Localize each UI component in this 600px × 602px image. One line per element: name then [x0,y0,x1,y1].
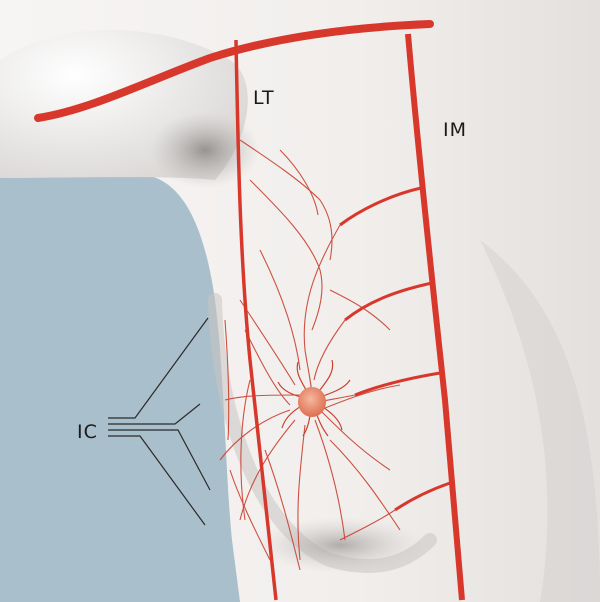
breast-underside-shadow [255,517,425,573]
armpit-shadow [150,112,260,188]
label-intercostal: IC [77,421,98,443]
label-lateral-thoracic: LT [253,87,275,109]
label-internal-mammary: IM [443,119,467,141]
nipple [298,387,326,417]
